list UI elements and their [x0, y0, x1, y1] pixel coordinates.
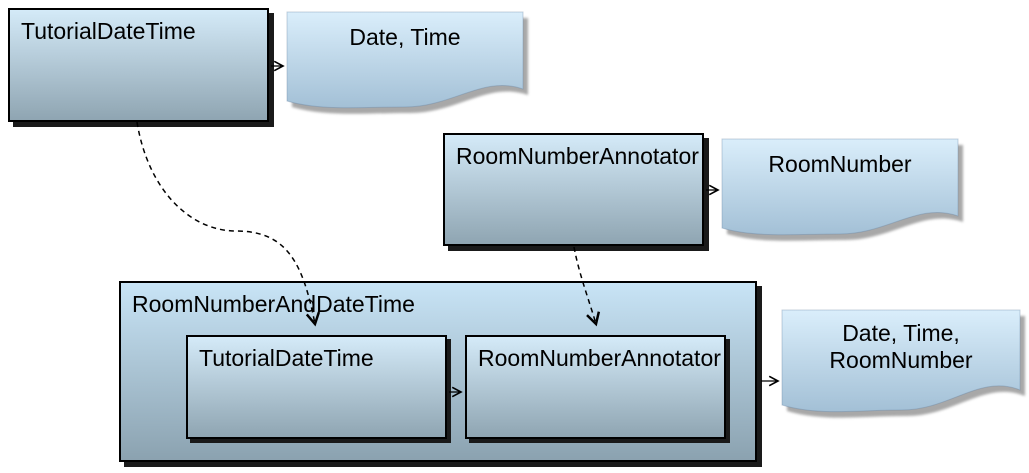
room-number-annotator-label: RoomNumberAnnotator — [456, 143, 699, 169]
aggregate-label: RoomNumberAndDateTime — [132, 291, 415, 317]
output-doc-label: Date, Time, RoomNumber — [829, 320, 973, 373]
room-number-annotator-box: RoomNumberAnnotator — [443, 133, 704, 246]
tutorial-datetime-label: TutorialDateTime — [21, 18, 196, 44]
aggregate-tutorial-datetime-box: TutorialDateTime — [186, 335, 447, 439]
room-number-doc-label: RoomNumber — [768, 151, 912, 177]
aggregate-room-number-annotator-box: RoomNumberAnnotator — [465, 335, 726, 439]
datetime-doc-label: Date, Time — [349, 24, 461, 50]
tutorial-datetime-box: TutorialDateTime — [8, 8, 269, 122]
aggregate-room-number-annotator-label: RoomNumberAnnotator — [478, 345, 721, 371]
aggregate-tutorial-datetime-label: TutorialDateTime — [199, 345, 374, 371]
